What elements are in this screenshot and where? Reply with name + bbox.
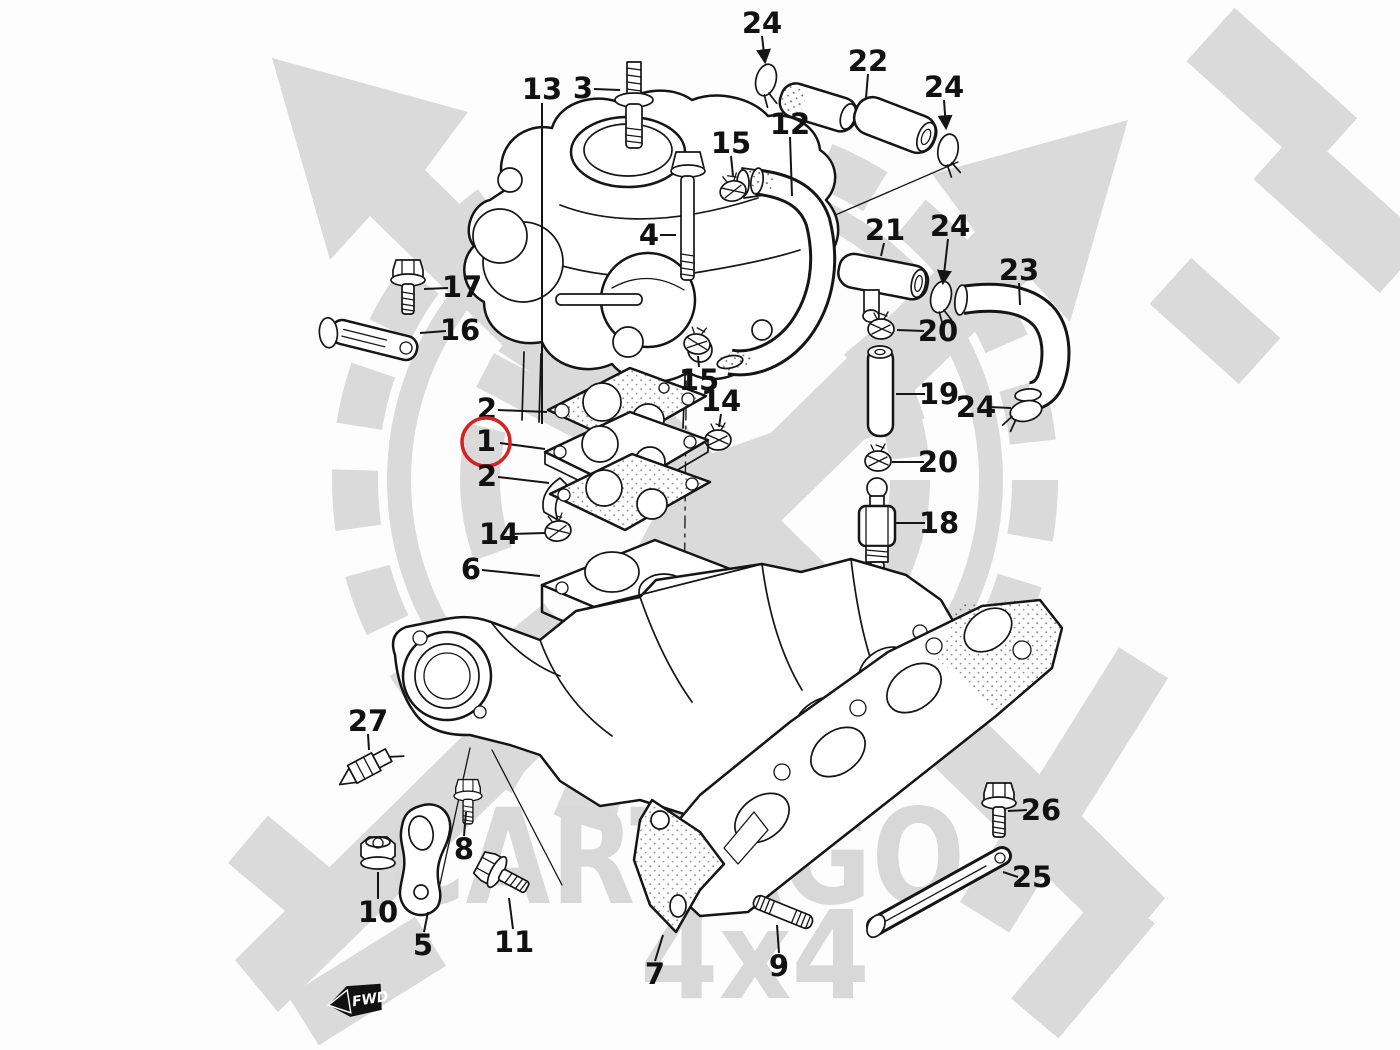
part-gasket-stack — [542, 366, 712, 532]
callout-label-11: 11 — [494, 925, 534, 959]
callout-leader-12 — [789, 136, 793, 197]
callout-leader-23 — [1018, 282, 1021, 306]
callout-leader-15 — [697, 355, 700, 368]
part-5-gasket — [398, 803, 452, 917]
callout-label-12: 12 — [770, 107, 810, 141]
callout-label-27: 27 — [348, 704, 388, 738]
callout-leader-14 — [718, 413, 722, 428]
callout-leader-27 — [367, 733, 370, 751]
fwd-arrow: FWD — [326, 983, 390, 1017]
part-7-bracket — [632, 798, 726, 934]
callout-label-4: 4 — [639, 218, 659, 252]
callout-label-20: 20 — [918, 445, 958, 479]
callout-label-26: 26 — [1021, 793, 1061, 827]
callout-leader-24 — [937, 99, 953, 131]
callout-label-21: 21 — [865, 213, 905, 247]
callout-label-3: 3 — [573, 71, 593, 105]
callout-leader-21 — [880, 242, 885, 257]
callout-leader-1 — [499, 442, 546, 450]
part-16-bracket — [318, 316, 419, 362]
callout-leader-17 — [423, 287, 449, 290]
callout-leader-22 — [865, 73, 869, 99]
callout-label-22: 22 — [848, 44, 888, 78]
part-10-nut — [360, 836, 396, 870]
callout-leader-8 — [463, 811, 467, 837]
part-27-sensor — [338, 748, 405, 786]
callout-leader-2 — [497, 409, 548, 413]
part-9-stud — [752, 894, 814, 930]
part-3-stud — [614, 61, 654, 149]
callout-leader-14 — [510, 532, 546, 535]
part-hoses — [716, 82, 1071, 572]
callout-label-19: 19 — [919, 377, 959, 411]
callout-label-2: 2 — [477, 459, 497, 493]
highlight-circle-part-1 — [460, 416, 512, 468]
callout-label-23: 23 — [999, 253, 1039, 287]
part-25-stay — [866, 846, 1012, 939]
callout-label-10: 10 — [358, 895, 398, 929]
part-18-valve — [857, 477, 897, 572]
callout-label-15: 15 — [679, 363, 719, 397]
callout-leader-9 — [776, 924, 780, 954]
callout-label-15: 15 — [711, 126, 751, 160]
callout-label-1: 1 — [476, 424, 496, 458]
callout-leader-20 — [896, 329, 925, 332]
callout-label-18: 18 — [919, 506, 959, 540]
callout-leader-2 — [497, 476, 550, 484]
callout-label-5: 5 — [413, 928, 433, 962]
callout-label-6: 6 — [461, 552, 481, 586]
callout-label-13: 13 — [522, 72, 562, 106]
callout-label-25: 25 — [1012, 860, 1052, 894]
part-4-bolt — [670, 151, 706, 281]
callout-label-14: 14 — [701, 384, 741, 418]
callout-leader-5 — [423, 911, 429, 933]
callout-leader-15 — [730, 155, 734, 177]
callout-leader-24 — [756, 35, 771, 65]
callout-label-17: 17 — [442, 270, 482, 304]
callout-label-7: 7 — [645, 957, 665, 991]
callout-leader-7 — [654, 934, 664, 962]
callout-label-16: 16 — [440, 313, 480, 347]
callout-label-8: 8 — [454, 832, 474, 866]
callout-leader-3 — [593, 88, 621, 91]
callout-leader-11 — [508, 897, 514, 930]
callout-leader-26 — [1007, 809, 1028, 812]
callout-label-24: 24 — [956, 390, 996, 424]
callout-label-24: 24 — [742, 6, 782, 40]
fwd-label: FWD — [351, 989, 390, 1011]
part-small-hardware — [318, 259, 1017, 939]
callout-leader-25 — [1002, 871, 1019, 878]
callout-label-24: 24 — [930, 209, 970, 243]
callout-leader-16 — [419, 330, 447, 334]
callout-leader-24 — [988, 406, 1012, 409]
callout-label-9: 9 — [769, 949, 789, 983]
callout-label-14: 14 — [479, 517, 519, 551]
callout-label-24: 24 — [924, 70, 964, 104]
callout-label-20: 20 — [918, 314, 958, 348]
callout-leader-24 — [936, 238, 952, 286]
callout-leader-6 — [481, 569, 541, 577]
